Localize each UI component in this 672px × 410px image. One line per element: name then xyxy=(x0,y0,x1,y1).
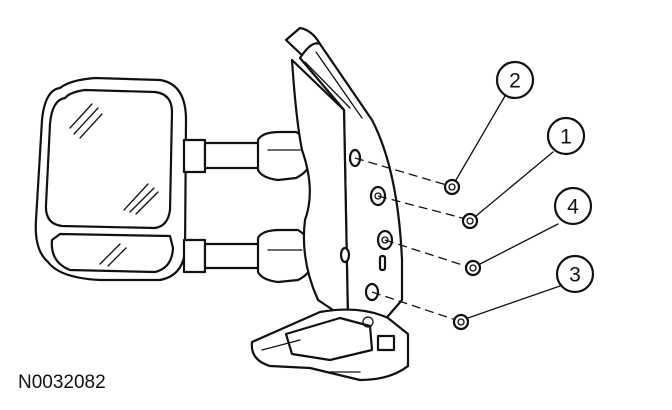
stud-centerlines xyxy=(354,157,473,323)
upper-arm xyxy=(182,130,314,182)
callout-label: 4 xyxy=(567,196,579,219)
callout-3: 3 xyxy=(555,254,595,294)
callout-4: 4 xyxy=(553,186,593,226)
glass-reflection-marks xyxy=(69,103,159,267)
callout-1: 1 xyxy=(546,116,586,156)
lower-arm xyxy=(182,228,316,284)
callout-2: 2 xyxy=(495,60,535,100)
callout-label: 2 xyxy=(509,70,521,93)
mirror-head xyxy=(34,76,188,282)
nut-4 xyxy=(464,259,482,277)
mounting-bracket xyxy=(250,26,410,382)
figure-code: N0032082 xyxy=(18,372,106,393)
nut-1 xyxy=(461,212,479,230)
callout-label: 3 xyxy=(569,264,581,287)
nut-2 xyxy=(443,178,461,196)
callout-label: 1 xyxy=(560,126,572,149)
nut-3 xyxy=(452,313,470,331)
leader-lines xyxy=(455,95,561,319)
